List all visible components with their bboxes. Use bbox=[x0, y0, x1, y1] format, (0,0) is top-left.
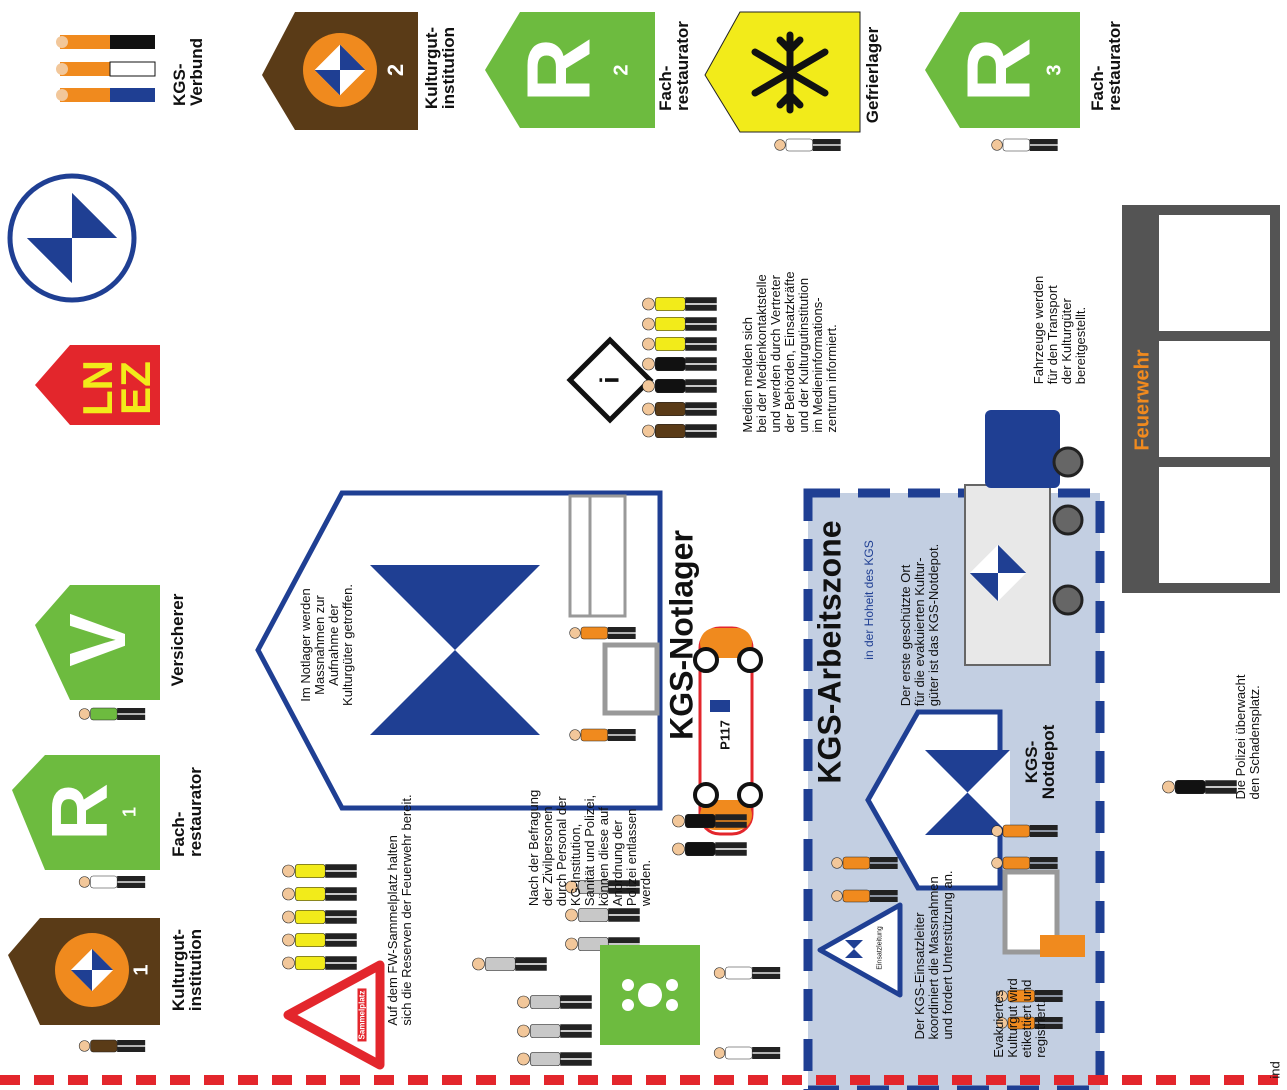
polizei-officer bbox=[1162, 779, 1238, 795]
kulturgut-institution-1-person bbox=[78, 1039, 146, 1053]
kulturgut-institution-2-sign bbox=[262, 12, 418, 130]
gefrierlager-sign bbox=[704, 11, 861, 133]
kgs-notdepot-building bbox=[865, 709, 1010, 891]
fachrestaurator-1-person bbox=[78, 875, 146, 889]
gefrierlager-person bbox=[774, 138, 842, 152]
lnez-sign bbox=[35, 345, 160, 425]
feuerwehr-reserves bbox=[282, 863, 358, 971]
medien-people bbox=[642, 296, 718, 352]
sanitaet-sammelstelle-sign bbox=[600, 945, 700, 1045]
fachrestaurator-1-sign bbox=[12, 755, 160, 870]
etikettier-station bbox=[1002, 869, 1085, 957]
fachrestaurator-2-sign bbox=[485, 12, 655, 128]
kgs-notlager-building bbox=[255, 490, 663, 811]
kgs-verbund-people bbox=[56, 35, 156, 102]
snowflake-icon bbox=[751, 31, 829, 114]
transport-truck bbox=[964, 410, 1084, 666]
sammelplatz-sign bbox=[283, 960, 385, 1070]
kgs-circle-emblem bbox=[7, 173, 137, 303]
versicherer-sign bbox=[35, 585, 160, 700]
einsatzleitung-sign bbox=[817, 902, 903, 998]
fachrestaurator-3-sign bbox=[925, 12, 1080, 128]
kulturgut-institution-1-sign bbox=[8, 918, 160, 1025]
medien-people-2 bbox=[642, 401, 718, 439]
versicherer-person bbox=[78, 707, 146, 721]
fachrestaurator-3-person bbox=[991, 138, 1059, 152]
medien-officials bbox=[642, 356, 718, 394]
police-car bbox=[693, 626, 763, 836]
medien-info-sign bbox=[566, 336, 654, 424]
sanitaeter bbox=[713, 966, 781, 1060]
feuerwehr-depot bbox=[1122, 205, 1280, 593]
